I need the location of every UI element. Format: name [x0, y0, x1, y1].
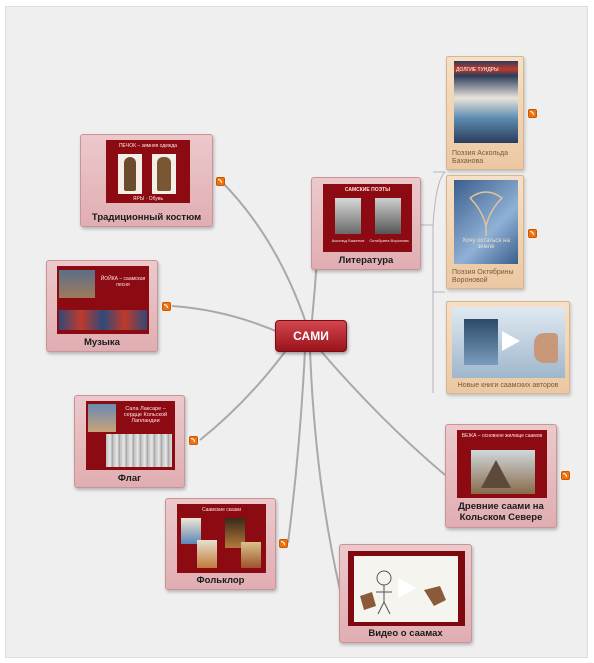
folklore-book-1: [181, 518, 201, 544]
music-thumb-caption: ЙОЙКА – саамская песня: [100, 276, 146, 288]
book-voronova[interactable]: Хочу остаться на земле Поэзия Октябрины …: [446, 175, 524, 289]
poet-photo-2: [375, 198, 401, 234]
poet-name-2: Октябрина Воронова: [369, 238, 409, 243]
book-new[interactable]: Новые книги саамских авторов: [446, 301, 570, 394]
new-books-item: [464, 319, 498, 365]
voronova-cover-title: Хочу остаться на земле: [462, 238, 510, 250]
node-costume[interactable]: ПЕЧОК – зимняя одежда ЯРЫ · Обувь Традиц…: [80, 134, 213, 227]
flag-label: Флаг: [117, 473, 142, 484]
link-book-1-curve: [432, 171, 446, 226]
rss-icon[interactable]: [279, 539, 288, 548]
literature-label: Литература: [338, 255, 394, 266]
flag-thumb-caption: Сала Лаксаре – сердце Кольской Лапландии: [123, 406, 168, 424]
ancient-label: Древние саами на Кольском Севере: [458, 501, 544, 523]
music-photo: [59, 270, 95, 298]
costume-figure-2: [152, 154, 176, 194]
costume-figure-1: [118, 154, 142, 194]
rss-icon[interactable]: [216, 177, 225, 186]
voronova-cover-art: [469, 191, 504, 236]
video-sketch: [360, 570, 446, 615]
poet-name-1: Аскольд Баженов: [331, 238, 365, 243]
rss-icon[interactable]: [162, 302, 171, 311]
rss-icon[interactable]: [189, 436, 198, 445]
link-video: [309, 349, 341, 591]
rss-icon[interactable]: [528, 229, 537, 238]
node-video[interactable]: Видео о саамах: [339, 544, 472, 643]
music-thumbnail: ЙОЙКА – саамская песня: [57, 266, 149, 334]
play-icon[interactable]: [398, 578, 416, 598]
costume-thumb-caption: ПЕЧОК – зимняя одежда: [118, 143, 178, 149]
poet-photo-1: [335, 198, 361, 234]
node-music[interactable]: ЙОЙКА – саамская песня Музыка: [46, 260, 158, 352]
play-icon[interactable]: [502, 331, 520, 351]
link-music: [171, 305, 286, 336]
center-node[interactable]: САМИ: [275, 320, 347, 352]
folklore-book-4: [241, 542, 261, 568]
folklore-book-3: [197, 540, 217, 568]
link-costume: [219, 179, 311, 336]
video-label: Видео о саамах: [368, 628, 443, 639]
literature-thumbnail: САМСКИЕ ПОЭТЫ Аскольд Баженов Октябрина …: [323, 184, 412, 252]
music-label: Музыка: [84, 337, 120, 348]
folklore-book-2: [225, 518, 245, 548]
book-bazhanov[interactable]: ДОЛГИЕ ТУНДРЫ Поэзия Аскольда Баханова: [446, 56, 524, 170]
ancient-thumbnail: ВЕЖА – основное жилище саамов: [457, 430, 547, 498]
costume-thumbnail: ПЕЧОК – зимняя одежда ЯРЫ · Обувь: [106, 140, 190, 203]
costume-label: Традиционный костюм: [91, 212, 202, 223]
rss-icon[interactable]: [561, 471, 570, 480]
node-folklore[interactable]: Саамские сказки Фольклор: [165, 498, 276, 590]
bazhanov-cover: ДОЛГИЕ ТУНДРЫ: [454, 61, 518, 143]
literature-thumb-caption: САМСКИЕ ПОЭТЫ: [344, 187, 391, 193]
ancient-thumb-caption: ВЕЖА – основное жилище саамов: [461, 433, 543, 439]
node-literature[interactable]: САМСКИЕ ПОЭТЫ Аскольд Баженов Октябрина …: [311, 177, 421, 270]
link-flag: [199, 344, 291, 441]
bazhanov-label: Поэзия Аскольда Баханова: [452, 150, 509, 165]
new-books-thumb: [452, 307, 565, 378]
link-ancient: [319, 349, 446, 476]
flag-thumbnail: Сала Лаксаре – сердце Кольской Лапландии: [86, 401, 175, 470]
voronova-label: Поэзия Октябрины Вороновой: [452, 269, 514, 284]
bazhanov-cover-title: ДОЛГИЕ ТУНДРЫ: [456, 67, 499, 73]
folklore-label: Фольклор: [196, 575, 245, 586]
link-books-vertical: [420, 224, 434, 393]
folklore-thumbnail: Саамские сказки: [177, 504, 266, 573]
music-strip: [59, 310, 147, 330]
flag-photo-person: [88, 404, 116, 432]
folklore-thumb-caption: Саамские сказки: [201, 507, 242, 513]
voronova-cover: Хочу остаться на земле: [454, 180, 518, 264]
ancient-photo: [471, 450, 535, 494]
flag-photo-town: [106, 434, 172, 467]
node-ancient[interactable]: ВЕЖА – основное жилище саамов Древние са…: [445, 424, 557, 528]
new-books-hand: [534, 333, 558, 363]
link-folklore: [287, 349, 306, 544]
video-paper: [354, 556, 458, 622]
new-books-label: Новые книги саамских авторов: [457, 382, 559, 389]
video-thumbnail: [348, 551, 465, 626]
node-flag[interactable]: Сала Лаксаре – сердце Кольской Лапландии…: [74, 395, 185, 488]
costume-thumb-bottom: ЯРЫ · Обувь: [132, 196, 164, 202]
rss-icon[interactable]: [528, 109, 537, 118]
